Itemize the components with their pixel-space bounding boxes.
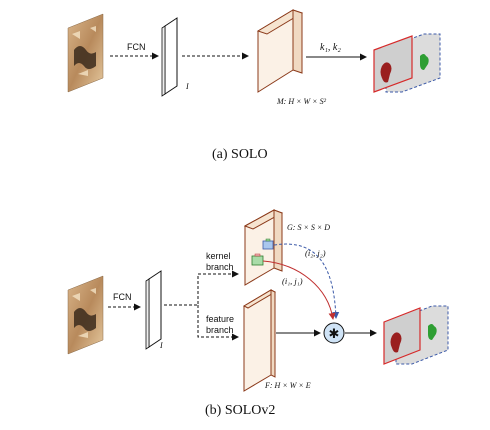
feature-index-b: I xyxy=(159,341,163,350)
panel-b: FCN I kernel branch feature branch xyxy=(67,209,449,418)
mask-tensor-a xyxy=(256,9,304,93)
cat-mask-red-a xyxy=(380,62,392,83)
caption-b: (b) SOLOv2 xyxy=(205,403,275,418)
kernel-branch-arrow xyxy=(164,270,239,306)
feature-map-a xyxy=(161,17,178,97)
input-image-b xyxy=(67,275,104,355)
index-arrow-red xyxy=(262,260,336,320)
feature-map-b xyxy=(145,270,162,350)
kernel-branch-label-1: kernel xyxy=(206,251,231,261)
input-image-a xyxy=(67,13,104,93)
feature-tensor-label: F: H × W × E xyxy=(264,381,311,390)
caption-a: (a) SOLO xyxy=(212,147,268,162)
mask-tensor-label-a: M: H × W × S² xyxy=(276,97,327,106)
kernel-ids-a: k₁, k₂ xyxy=(320,42,341,53)
kernel-cube-green xyxy=(251,253,264,266)
conv-icon: ✱ xyxy=(329,326,340,341)
cat-mask-green-a xyxy=(420,54,429,70)
feature-tensor xyxy=(242,289,277,392)
dynamic-conv-node: ✱ xyxy=(323,322,345,344)
feature-branch-arrow xyxy=(197,305,239,341)
index-i2j2: (i₂, j₂) xyxy=(305,248,326,258)
kernel-tensor xyxy=(243,209,284,286)
cat-mask-green-b xyxy=(428,324,437,340)
output-masks-a xyxy=(373,33,441,93)
feature-branch-label-2: branch xyxy=(206,325,234,335)
fcn-label-a: FCN xyxy=(127,42,146,52)
cat-mask-red-b xyxy=(390,332,402,353)
index-i1j1: (i₁, j₁) xyxy=(282,276,303,286)
kernel-branch-label-2: branch xyxy=(206,262,234,272)
feature-branch-label-1: feature xyxy=(206,314,234,324)
feature-index-a: I xyxy=(185,82,189,91)
fcn-label-b: FCN xyxy=(113,292,132,302)
panel-a: FCN I M: H × W × S² k₁, k₂ (a) SOLO xyxy=(67,9,441,162)
index-arrow-blue xyxy=(273,243,340,319)
kernel-tensor-label: G: S × S × D xyxy=(287,223,330,232)
output-masks-b xyxy=(383,305,449,365)
kernel-cube-blue xyxy=(262,238,274,250)
